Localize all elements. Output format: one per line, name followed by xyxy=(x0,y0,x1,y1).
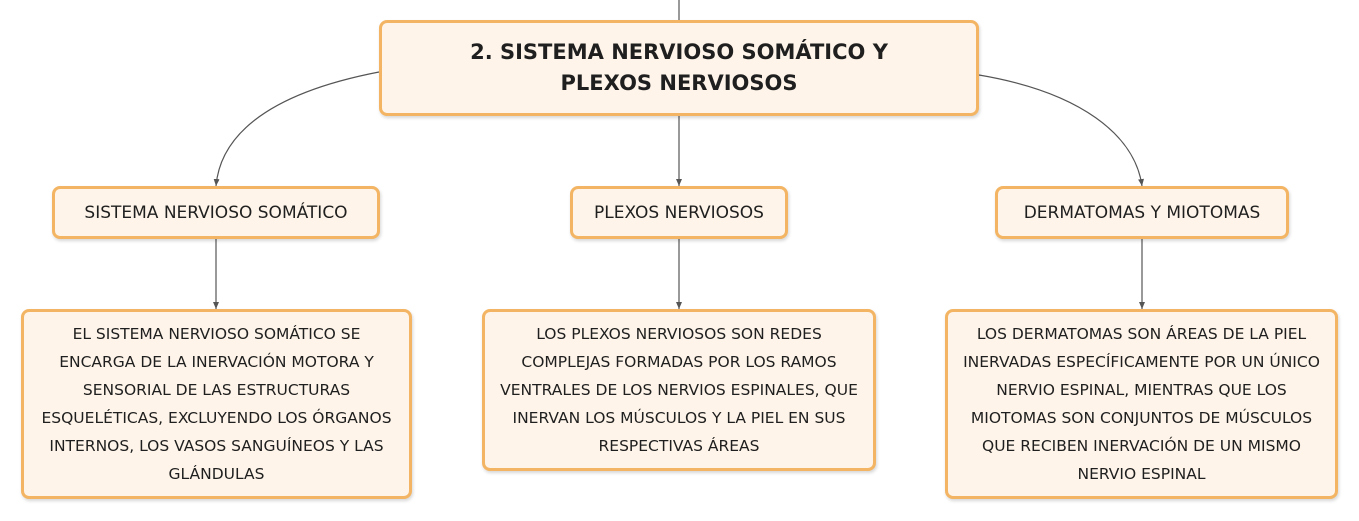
branch-node-plexos-nerviosos[interactable]: PLEXOS NERVIOSOS xyxy=(570,186,788,239)
detail-node-plexos-nerviosos[interactable]: LOS PLEXOS NERVIOSOS SON REDES COMPLEJAS… xyxy=(482,309,876,471)
branch-node-label: DERMATOMAS Y MIOTOMAS xyxy=(1023,202,1261,223)
detail-node-text: LOS DERMATOMAS SON ÁREAS DE LA PIEL INER… xyxy=(963,325,1320,483)
detail-node-sistema-nervioso-somatico[interactable]: EL SISTEMA NERVIOSO SOMÁTICO SE ENCARGA … xyxy=(21,309,412,499)
branch-node-sistema-nervioso-somatico[interactable]: SISTEMA NERVIOSO SOMÁTICO xyxy=(52,186,380,239)
branch-node-dermatomas-y-miotomas[interactable]: DERMATOMAS Y MIOTOMAS xyxy=(995,186,1289,239)
branch-node-label: PLEXOS NERVIOSOS xyxy=(594,202,764,223)
root-node-title: 2. SISTEMA NERVIOSO SOMÁTICO Y PLEXOS NE… xyxy=(470,39,888,96)
detail-node-dermatomas-y-miotomas[interactable]: LOS DERMATOMAS SON ÁREAS DE LA PIEL INER… xyxy=(945,309,1338,499)
detail-node-text: EL SISTEMA NERVIOSO SOMÁTICO SE ENCARGA … xyxy=(41,325,392,483)
detail-node-text: LOS PLEXOS NERVIOSOS SON REDES COMPLEJAS… xyxy=(500,325,858,455)
branch-node-label: SISTEMA NERVIOSO SOMÁTICO xyxy=(84,202,348,223)
root-node[interactable]: 2. SISTEMA NERVIOSO SOMÁTICO Y PLEXOS NE… xyxy=(379,20,979,116)
connector-root-to-branch-3 xyxy=(978,74,1145,187)
connector-root-to-branch-1 xyxy=(213,71,380,187)
